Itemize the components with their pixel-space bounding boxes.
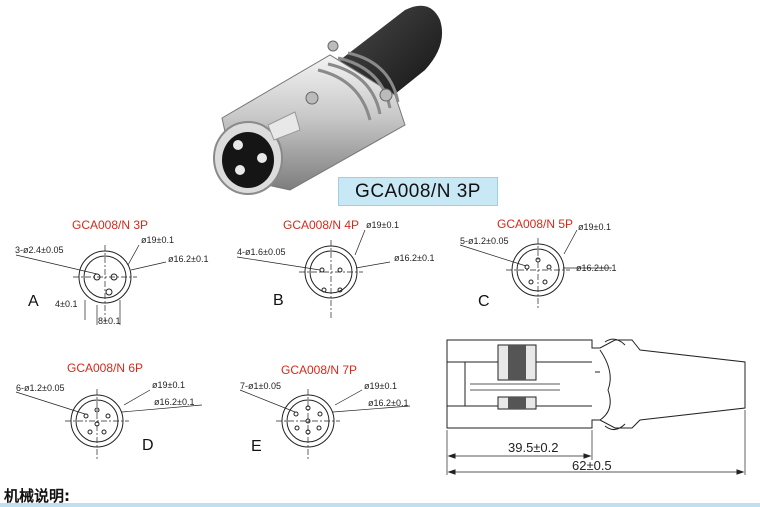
- a-inner-dim: ø16.2±0.1: [168, 254, 209, 264]
- side-view-drawing: [446, 338, 746, 475]
- label-e: E: [251, 438, 262, 455]
- mechanical-specs-label: 机械说明:: [4, 487, 70, 505]
- c-holes-dim: 5-ø1.2±0.05: [460, 236, 509, 246]
- drawing-c: [459, 229, 612, 310]
- label-c: C: [478, 293, 490, 310]
- d-outer-dim: ø19±0.1: [152, 380, 185, 390]
- a-holes-dim: 3-ø2.4±0.05: [15, 245, 64, 255]
- a-bottom-dim: 8±0.1: [98, 316, 121, 326]
- drawing-a: [15, 244, 167, 325]
- footer-divider: [0, 503, 760, 507]
- model-badge: GCA008/N 3P: [338, 177, 498, 206]
- variant-e-title: GCA008/N 7P: [281, 363, 358, 377]
- b-holes-dim: 4-ø1.6±0.05: [237, 247, 286, 257]
- drawing-b: [236, 229, 391, 320]
- a-side-dim: 4±0.1: [55, 299, 78, 309]
- d-holes-dim: 6-ø1.2±0.05: [16, 383, 65, 393]
- label-a: A: [28, 293, 39, 310]
- e-holes-dim: 7-ø1±0.05: [240, 381, 281, 391]
- side-total-dim: 62±0.5: [572, 458, 612, 473]
- variant-c-title: GCA008/N 5P: [497, 217, 574, 231]
- variant-d-title: GCA008/N 6P: [67, 361, 144, 375]
- c-inner-dim: ø16.2±0.1: [576, 263, 617, 273]
- drawing-d: [15, 389, 203, 460]
- drawing-e: [239, 389, 411, 460]
- label-d: D: [142, 437, 154, 454]
- e-outer-dim: ø19±0.1: [364, 381, 397, 391]
- e-inner-dim: ø16.2±0.1: [368, 398, 409, 408]
- variant-a-title: GCA008/N 3P: [72, 218, 149, 232]
- b-inner-dim: ø16.2±0.1: [394, 253, 435, 263]
- label-b: B: [273, 292, 284, 309]
- b-outer-dim: ø19±0.1: [366, 220, 399, 230]
- variant-b-title: GCA008/N 4P: [283, 218, 360, 232]
- a-outer-dim: ø19±0.1: [141, 235, 174, 245]
- d-inner-dim: ø16.2±0.1: [154, 397, 195, 407]
- side-inner-dim: 39.5±0.2: [508, 440, 559, 455]
- c-outer-dim: ø19±0.1: [578, 222, 611, 232]
